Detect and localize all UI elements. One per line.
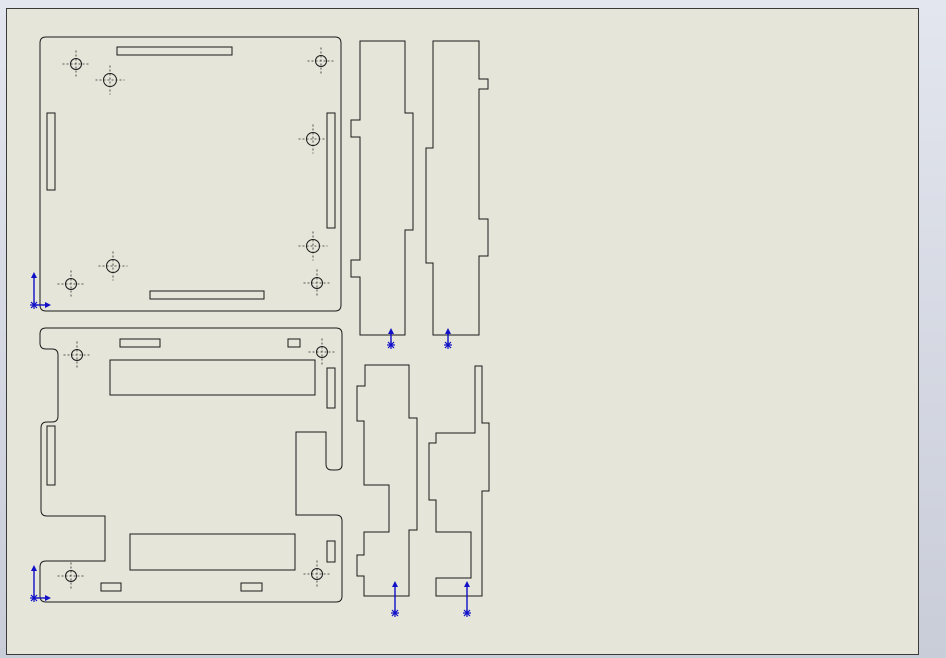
- coordinate-origin-icon[interactable]: [444, 328, 452, 349]
- side-panel-3-outline: [356, 364, 418, 597]
- slot-left: [46, 425, 56, 486]
- hole-centermark-icon[interactable]: [303, 560, 331, 588]
- hole-centermark-icon[interactable]: [62, 50, 90, 78]
- hole-centermark-icon[interactable]: [63, 341, 91, 369]
- coordinate-origin-icon[interactable]: [391, 581, 399, 617]
- part-lower-plate[interactable]: [39, 327, 343, 603]
- hole-centermark-icon[interactable]: [307, 47, 335, 75]
- window-upper: [109, 359, 316, 396]
- coordinate-origin-icon[interactable]: [30, 565, 51, 602]
- hole-centermark-icon[interactable]: [298, 124, 328, 154]
- slot-bottom-right: [240, 582, 263, 592]
- slot-bottom-left: [100, 582, 122, 592]
- slot-bottom: [149, 290, 265, 300]
- slot-top-tiny: [287, 338, 301, 348]
- sheet-border: [6, 8, 919, 655]
- part-side-panel-4[interactable]: [428, 365, 490, 597]
- side-panel-1-outline: [350, 40, 414, 336]
- coordinate-origin-icon[interactable]: [30, 272, 51, 309]
- slot-left: [46, 112, 56, 191]
- hole-centermark-icon[interactable]: [298, 231, 328, 261]
- hole-centermark-icon[interactable]: [308, 338, 336, 366]
- part-base-plate[interactable]: [39, 36, 342, 312]
- hole-centermark-icon[interactable]: [95, 65, 125, 95]
- slot-top: [116, 46, 233, 56]
- window-lower: [129, 533, 296, 571]
- base-plate-outline: [39, 36, 342, 312]
- hole-centermark-icon[interactable]: [303, 269, 331, 297]
- coordinate-origin-icon[interactable]: [463, 581, 471, 617]
- slot-right: [326, 112, 336, 229]
- side-panel-2-outline: [425, 40, 489, 336]
- slot-right-lower: [326, 540, 336, 563]
- hole-centermark-icon[interactable]: [98, 251, 128, 281]
- hole-centermark-icon[interactable]: [57, 270, 85, 298]
- part-side-panel-2[interactable]: [425, 40, 489, 336]
- slot-top-small: [119, 338, 161, 348]
- part-side-panel-3[interactable]: [356, 364, 418, 597]
- side-panel-4-outline: [428, 365, 490, 597]
- coordinate-origin-icon[interactable]: [387, 328, 395, 349]
- part-side-panel-1[interactable]: [350, 40, 414, 336]
- lower-plate-outline: [39, 327, 343, 603]
- slot-right-upper: [326, 367, 336, 409]
- hole-centermark-icon[interactable]: [57, 562, 85, 590]
